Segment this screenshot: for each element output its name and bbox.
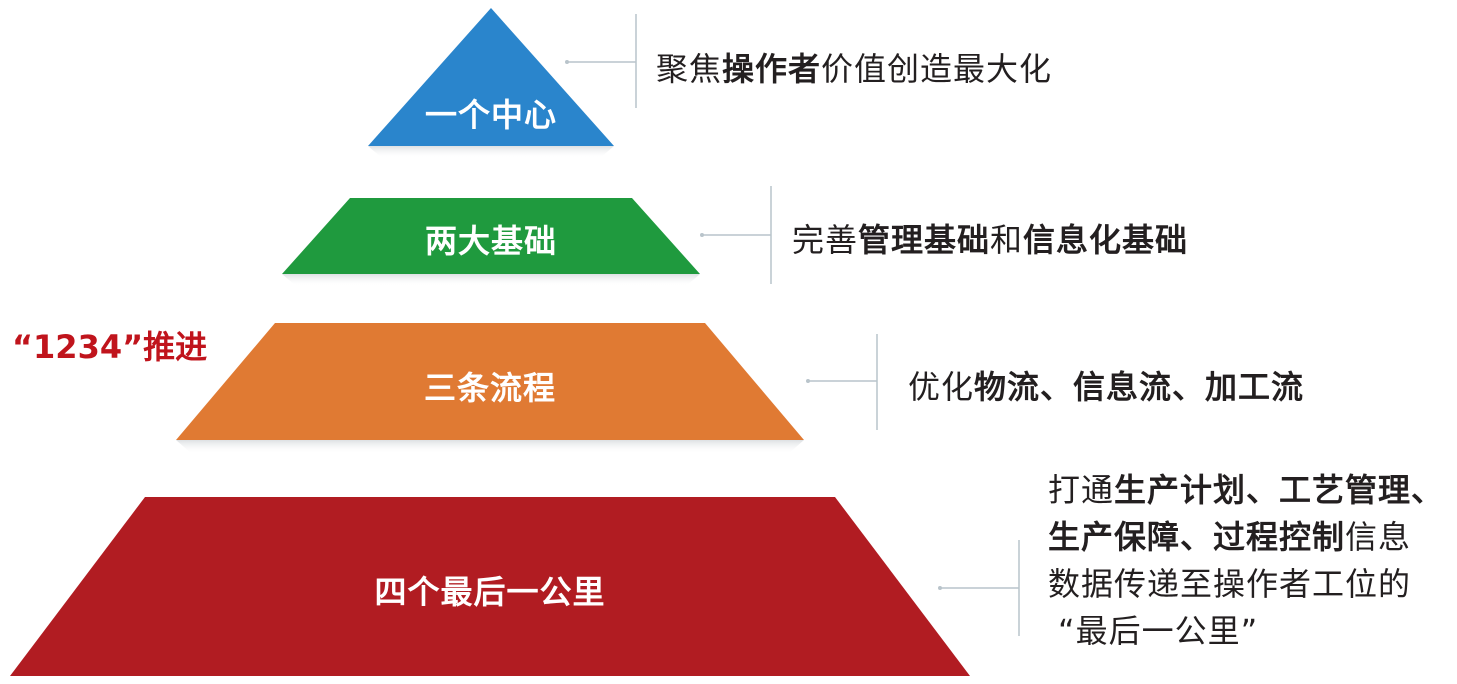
desc-1-part-1: 聚焦 bbox=[656, 50, 723, 88]
tier-2-description: 完善管理基础和信息化基础 bbox=[792, 215, 1188, 261]
desc-3-part-2: 物流、信息流、加工流 bbox=[974, 368, 1305, 406]
tier-2-label: 两大基础 bbox=[424, 222, 558, 260]
tier-2-trapezoid bbox=[282, 198, 700, 274]
desc-4-line-1-part-1: 打通 bbox=[1048, 471, 1115, 509]
tier-1-triangle bbox=[368, 8, 614, 146]
desc-2-part-2: 管理基础 bbox=[858, 221, 991, 259]
tier-3-shadow bbox=[176, 440, 804, 454]
desc-2-part-3: 和 bbox=[990, 221, 1024, 259]
desc-1-part-2: 操作者 bbox=[722, 50, 822, 88]
tier-2-shadow bbox=[282, 274, 700, 286]
desc-4-line-4-part-1: “最后一公里” bbox=[1058, 612, 1259, 650]
tier-1-label: 一个中心 bbox=[424, 96, 558, 134]
desc-2-part-4: 信息化基础 bbox=[1023, 221, 1189, 259]
desc-1-part-3: 价值创造最大化 bbox=[821, 50, 1053, 88]
side-note-1234: “1234”推进 bbox=[12, 328, 208, 366]
desc-2-part-1: 完善 bbox=[792, 221, 859, 259]
desc-4-line-3-part-1: 数据传递至操作者工位的 bbox=[1048, 565, 1412, 603]
tier-4-description: 打通生产计划、工艺管理、 生产保障、过程控制信息 数据传递至操作者工位的 “最后… bbox=[1048, 467, 1457, 655]
tier-3-trapezoid bbox=[176, 323, 804, 440]
tier-4-label: 四个最后一公里 bbox=[374, 573, 606, 611]
connector-4-dot bbox=[938, 586, 942, 590]
desc-4-line-1: 打通生产计划、工艺管理、 bbox=[1048, 467, 1457, 514]
desc-4-line-3: 数据传递至操作者工位的 bbox=[1048, 561, 1457, 608]
connector-2-dot bbox=[700, 233, 704, 237]
tier-3-label: 三条流程 bbox=[423, 369, 557, 407]
desc-4-line-2-part-2: 信息 bbox=[1345, 518, 1412, 556]
desc-3-part-1: 优化 bbox=[908, 368, 975, 406]
tier-1-shadow bbox=[368, 146, 614, 158]
tier-4-trapezoid bbox=[10, 497, 970, 676]
tier-3-description: 优化物流、信息流、加工流 bbox=[908, 362, 1304, 408]
desc-4-line-1-part-2: 生产计划、工艺管理、 bbox=[1114, 471, 1445, 509]
connector-3-dot bbox=[806, 379, 810, 383]
desc-4-line-2-part-1: 生产保障、过程控制 bbox=[1048, 518, 1346, 556]
desc-4-line-4: “最后一公里” bbox=[1048, 608, 1457, 655]
desc-4-line-2: 生产保障、过程控制信息 bbox=[1048, 514, 1457, 561]
connector-1-dot bbox=[565, 60, 569, 64]
tier-1-description: 聚焦操作者价值创造最大化 bbox=[656, 44, 1052, 90]
